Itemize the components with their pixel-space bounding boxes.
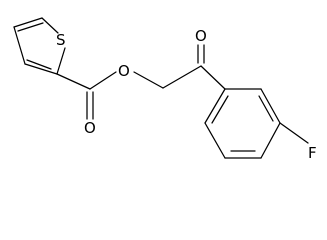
bond-phenyl-c6-c1 [204,88,226,124]
bond-thiophene-s-c5 [56,47,66,75]
atom-labels: S O O O F [56,27,317,162]
bond-phenyl-c2-c3-inner [258,95,274,122]
bond-lines [13,17,309,159]
bond-thiophene-c2-c3-inner [17,22,44,32]
bond-ring-to-carbonyl [56,73,91,90]
bond-ester-oxygen-to-methylene [133,71,164,89]
bond-thiophene-c5-c4-inner [26,59,52,70]
bond-thiophene-c5-c4 [24,63,58,75]
bond-methylene-to-ketone [162,65,202,89]
bond-phenyl-c3-c4 [260,122,281,159]
bond-phenyl-c6-c1-inner [211,95,229,124]
carbonyl-oxygen-label: O [84,119,96,137]
sulfur-label: S [56,31,66,49]
bond-thiophene-c3-s [41,17,59,34]
bond-thiophene-c2-c3 [13,17,43,28]
molecule-canvas: S O O O F [13,17,317,162]
chemical-structure: S O O O F [13,17,317,162]
bond-ketone-to-phenyl [200,65,226,90]
bond-thiophene-c4-c2 [13,26,26,65]
ester-oxygen-label: O [118,62,130,80]
bond-phenyl-to-fluorine [279,122,309,144]
fluorine-label: F [308,144,317,162]
bond-phenyl-c2-c3 [260,88,281,124]
bond-carbonyl-to-ester-oxygen [89,71,117,90]
bond-phenyl-c5-c6 [204,122,226,159]
ketone-oxygen-label: O [195,27,207,45]
